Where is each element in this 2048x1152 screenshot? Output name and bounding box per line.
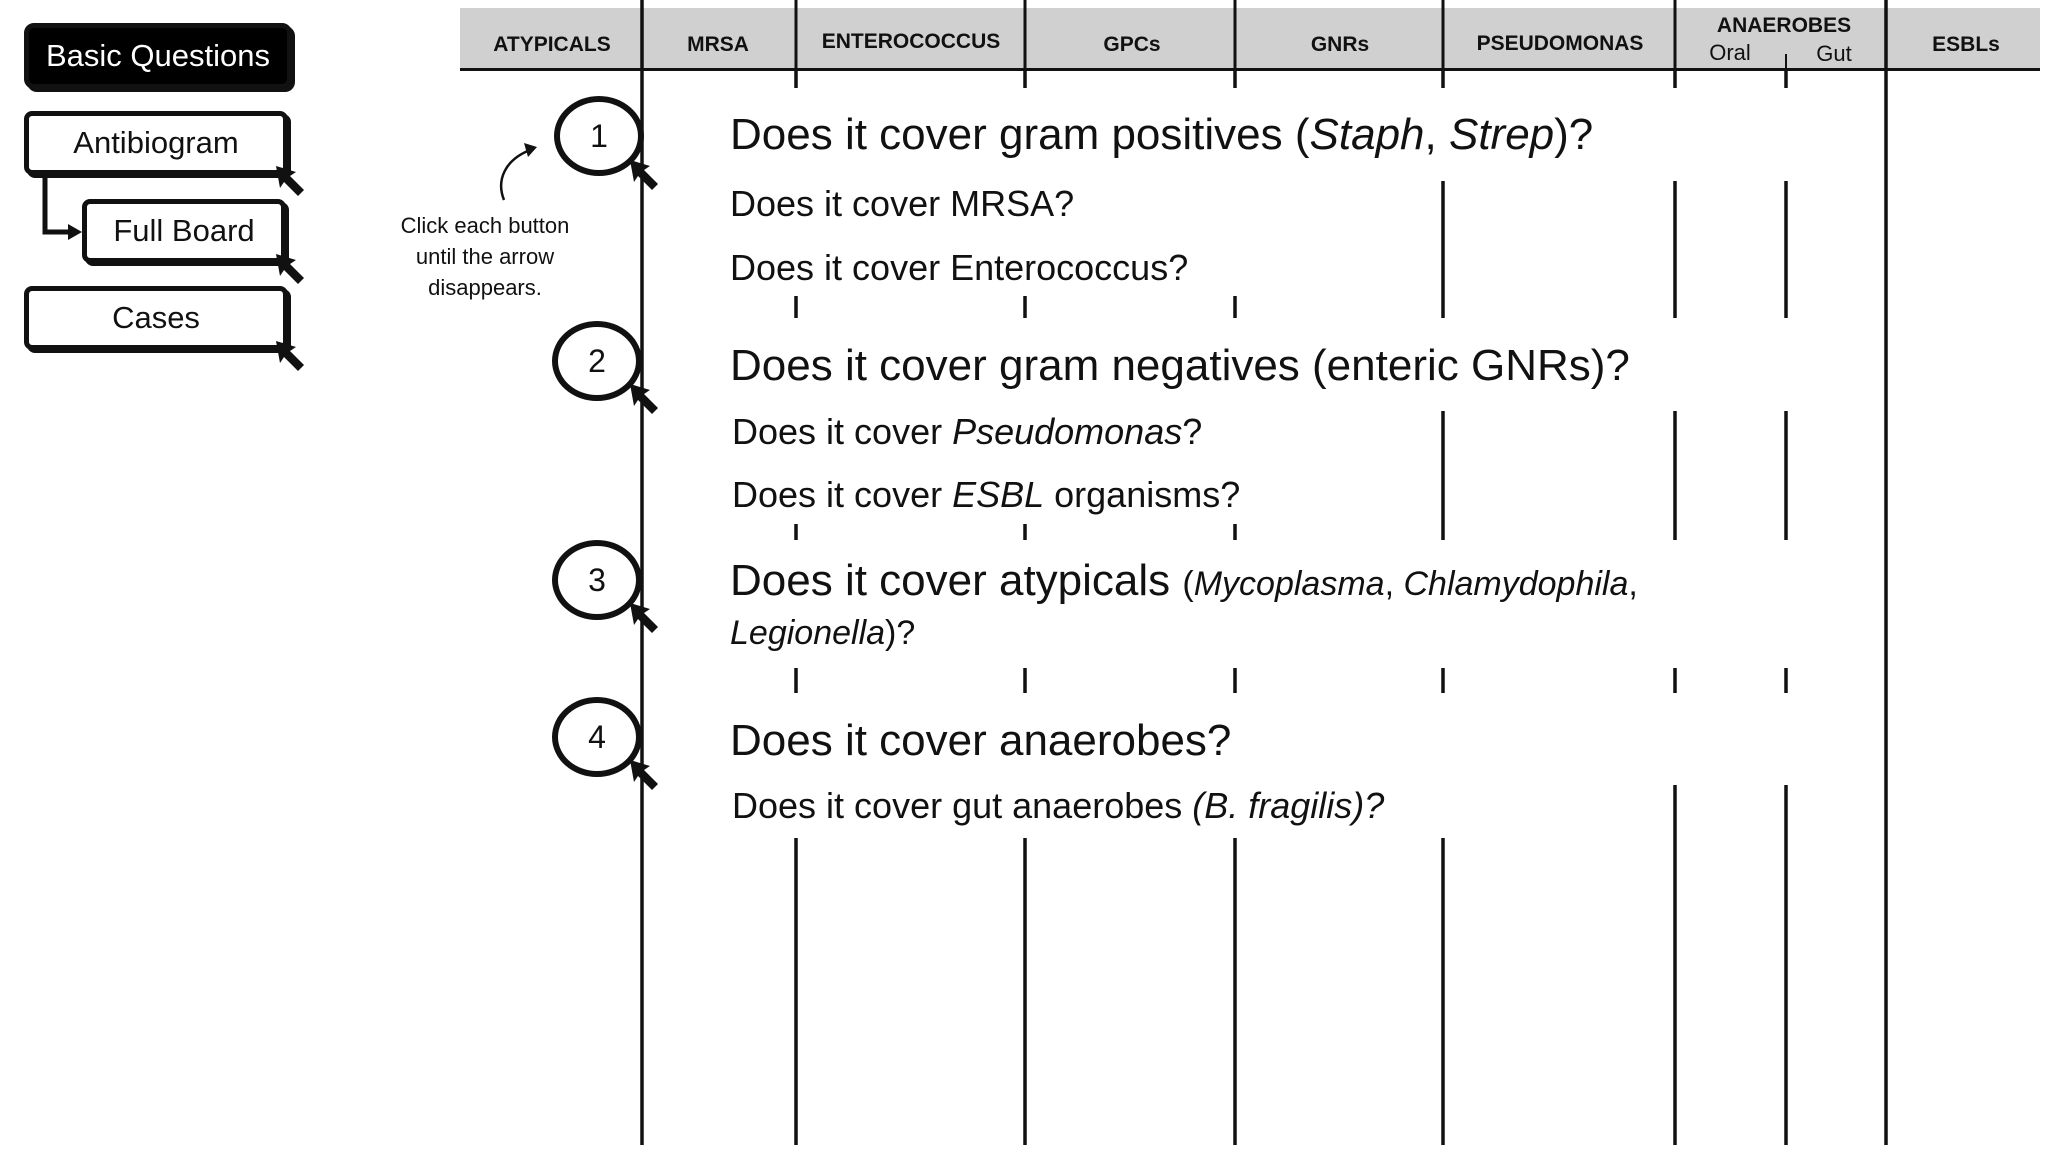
column-pseudomonas: PSEUDOMONAS [1476,32,1644,55]
q2-sub1-a: Does it cover [732,411,953,452]
column-esbls: ESBLs [1932,33,2000,56]
q1-main-staph: Staph [1309,110,1425,159]
q1-main-text-e: )? [1554,110,1594,159]
hint-arrow-curve [499,148,531,201]
cursor-icon [630,384,658,414]
question-1-number: 1 [590,117,608,154]
q2-sub2-a: Does it cover [732,474,953,515]
question-2-sub-esbl: Does it cover ESBL organisms? [732,474,1240,516]
nav-connector-arrowhead [68,224,82,240]
q3-line2-end: )? [885,614,916,652]
question-1-sub-enterococcus: Does it cover Enterococcus? [730,247,1189,288]
column-anaerobes: ANAEROBES [1716,14,1852,37]
q2-sub2-c: organisms? [1044,474,1241,515]
question-2-main: Does it cover gram negatives (enteric GN… [730,341,1630,390]
cases-button[interactable]: Cases [24,286,288,350]
q2-sub1-c: ? [1182,411,1203,452]
question-3-line-2: Legionella)? [730,614,915,653]
q1-main-text-a: Does it cover gram positives ( [730,110,1310,159]
question-2-button[interactable]: 2 [552,321,642,401]
antibiotic-coverage-header [460,8,2040,71]
question-3-button[interactable]: 3 [552,540,642,620]
antibiogram-label: Antibiogram [73,125,239,160]
question-4-sub-gut: Does it cover gut anaerobes (B. fragilis… [732,785,1384,827]
q2-sub2-esbl: ESBL [952,474,1045,515]
q3-legionella: Legionella [730,614,886,652]
column-anaerobes-oral: Oral [1709,40,1751,65]
question-4-button[interactable]: 4 [552,697,642,777]
cursor-icon [276,166,304,196]
q3-main-paren: ( [1182,565,1194,603]
hint-line-3: disappears. [428,275,542,300]
q2-sub1-pseudomonas: Pseudomonas [952,411,1183,452]
cursor-icon [630,760,658,790]
question-1-main: Does it cover gram positives (Staph, Str… [730,110,1593,160]
cases-label: Cases [112,300,200,335]
q3-main-comma: , [1384,565,1404,603]
full-board-button[interactable]: Full Board [82,199,286,263]
question-4-main: Does it cover anaerobes? [730,716,1232,765]
hint-arrowhead [524,143,537,157]
cursor-icon [630,160,658,190]
question-4-number: 4 [588,718,606,755]
question-2-sub-pseudomonas: Does it cover Pseudomonas? [732,411,1202,453]
q1-main-strep: Strep [1448,110,1555,159]
column-anaerobes-gut: Gut [1816,41,1852,66]
full-board-label: Full Board [113,213,255,248]
question-2-number: 2 [588,342,606,379]
antibiogram-button[interactable]: Antibiogram [24,111,288,175]
question-3-number: 3 [588,561,606,598]
q3-main-chlamydophila: Chlamydophila [1403,565,1629,603]
hint-line-2: until the arrow [415,244,555,269]
hint-line-1: Click each button [400,213,570,238]
nav-connector-line [42,175,70,235]
cursor-icon [630,603,658,633]
q1-main-text-c: , [1424,110,1449,159]
q3-main-a: Does it cover atypicals [730,556,1183,605]
instruction-hint: Click each button until the arrow disapp… [380,210,590,303]
question-1-button[interactable]: 1 [554,96,644,176]
column-mrsa: MRSA [687,33,749,56]
basic-questions-label: Basic Questions [46,38,270,73]
q4-sub1-b-fragilis: (B. fragilis)? [1192,785,1385,826]
cursor-icon [276,254,304,284]
column-gpcs: GPCs [1103,33,1161,56]
q3-main-mycoplasma: Mycoplasma [1193,565,1385,603]
cursor-arrows [276,160,658,790]
question-3-main: Does it cover atypicals (Mycoplasma, Chl… [730,556,1638,606]
column-atypicals: ATYPICALS [493,33,611,56]
column-enterococcus: ENTEROCOCCUS [821,30,1001,53]
question-1-sub-mrsa: Does it cover MRSA? [730,183,1075,224]
basic-questions-button[interactable]: Basic Questions [24,23,292,89]
cursor-icon [276,341,304,371]
q4-sub1-a: Does it cover gut anaerobes [732,785,1193,826]
column-gnrs: GNRs [1310,33,1370,56]
q3-main-comma2: , [1628,565,1638,603]
